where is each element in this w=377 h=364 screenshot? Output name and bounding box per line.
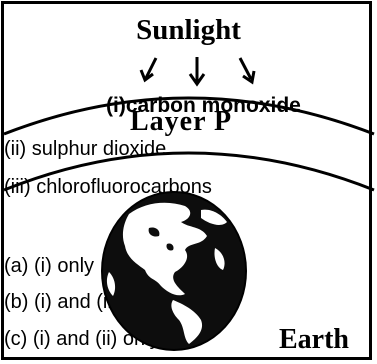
globe-icon — [101, 191, 247, 351]
item-2-text: (ii) sulphur dioxide — [4, 138, 167, 160]
layer-lower-arc — [3, 151, 375, 192]
option-c-text: (c) (i) and (ii) only — [4, 328, 160, 350]
option-b-text: (b) (i) and (ii) — [4, 291, 119, 313]
option-a-text: (a) (i) only — [4, 255, 95, 277]
diagram-frame — [1, 1, 372, 360]
earth-label: Earth — [279, 324, 349, 355]
sunlight-title: Sunlight — [136, 14, 241, 46]
item-1-text: (i)carbon monoxide — [106, 94, 301, 117]
layer-label: Layer P — [130, 106, 233, 137]
arrow-down-icon — [238, 57, 256, 85]
arrow-down-icon — [188, 57, 206, 87]
arrow-down-icon — [139, 57, 158, 83]
layer-upper-arc — [3, 96, 375, 136]
